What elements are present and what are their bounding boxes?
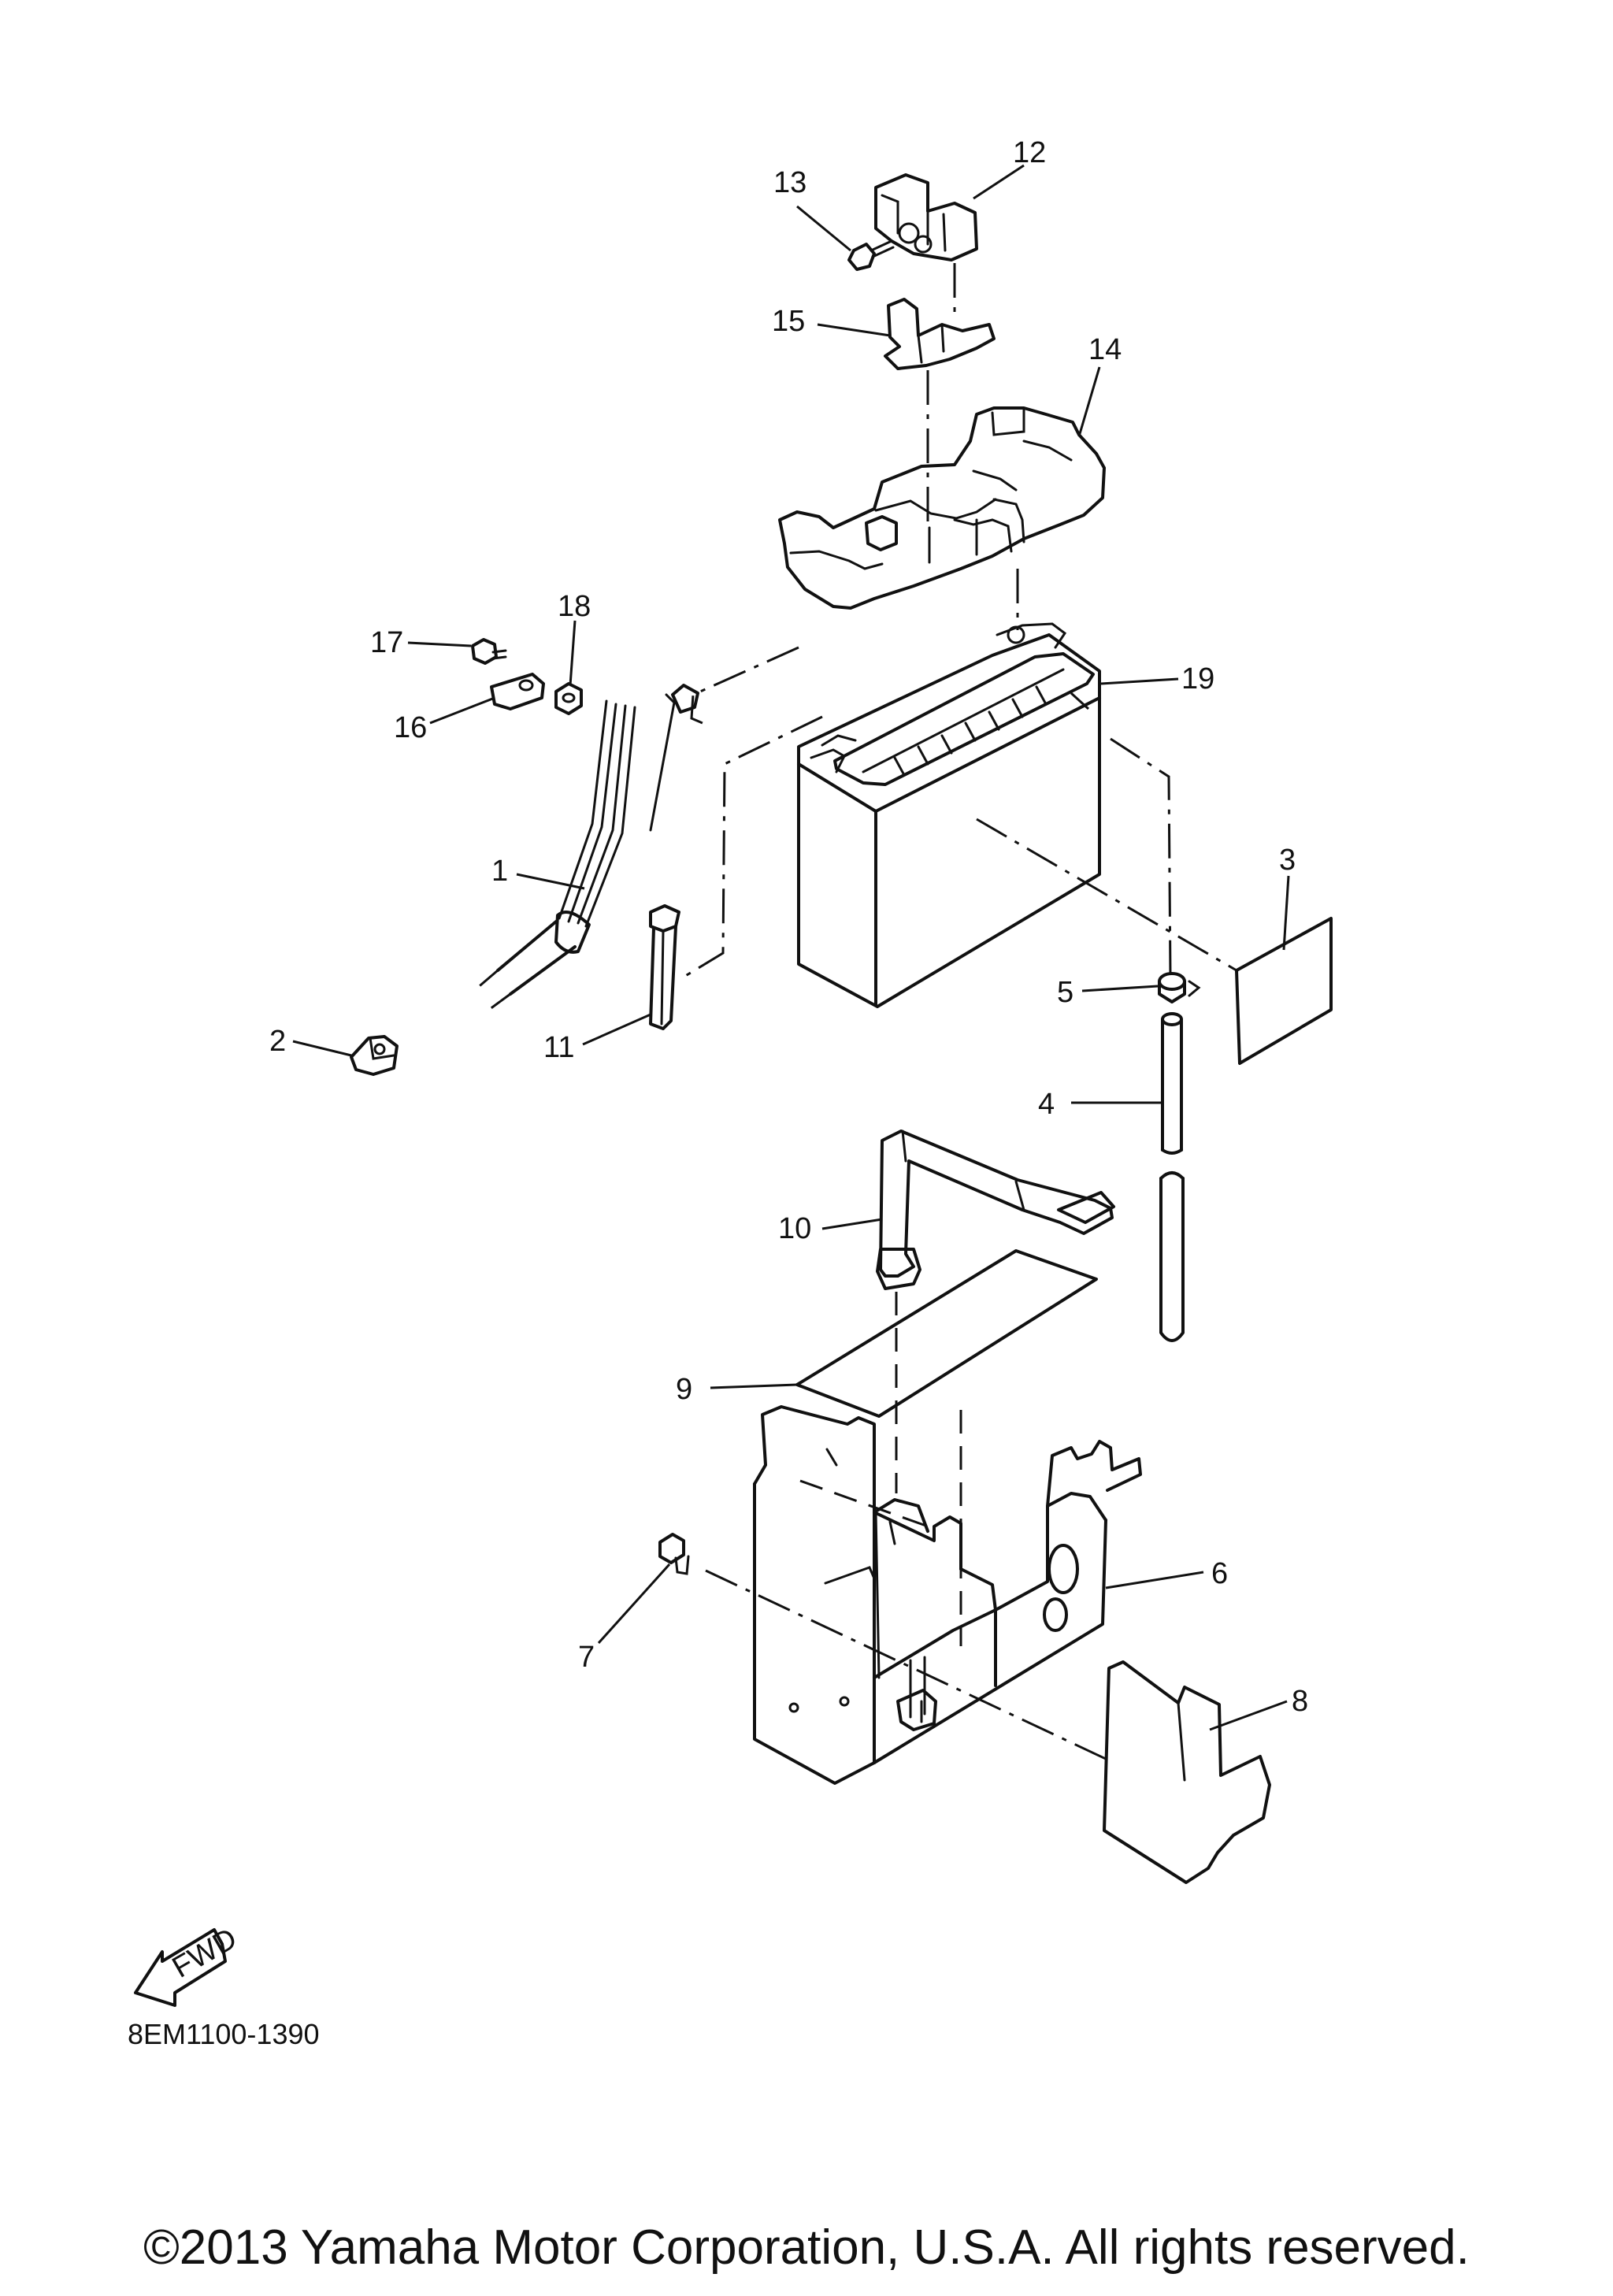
part-14-battery-cover <box>778 406 1106 610</box>
callout-6: 6 <box>1211 1557 1228 1590</box>
copyright-notice: ©2013 Yamaha Motor Corporation, U.S.A. A… <box>143 2220 1470 2275</box>
part-12-relay <box>874 173 978 261</box>
part-code: 8EM1100-1390 <box>128 2018 320 2050</box>
callout-11: 11 <box>543 1031 574 1064</box>
callout-18: 18 <box>558 590 591 623</box>
callout-17: 17 <box>370 626 403 659</box>
part-15-bracket <box>884 298 996 370</box>
assembly-lines <box>678 263 1237 1761</box>
part-10-band <box>876 1129 1115 1290</box>
part-2-clip <box>350 1035 399 1076</box>
part-17-bolt <box>471 638 507 665</box>
callout-3: 3 <box>1279 844 1296 877</box>
part-4-hose <box>1159 1012 1185 1342</box>
part-9-pad <box>795 1249 1098 1418</box>
callout-19: 19 <box>1181 662 1214 695</box>
callout-9: 9 <box>676 1373 692 1406</box>
part-19-battery <box>797 622 1101 1008</box>
part-3-label <box>1235 917 1333 1065</box>
part-7-bolt <box>658 1533 690 1575</box>
part-5-clip <box>1158 972 1201 1003</box>
callout-14: 14 <box>1088 333 1122 366</box>
part-11-lead <box>649 904 680 1030</box>
callout-10: 10 <box>778 1212 811 1245</box>
fwd-arrow-icon: FWD <box>134 1922 243 2007</box>
leader-lines <box>292 164 1290 1731</box>
callout-16: 16 <box>394 711 427 744</box>
part-8-cover <box>1103 1660 1271 1884</box>
callout-4: 4 <box>1038 1088 1055 1121</box>
part-1-wire-harness <box>475 684 699 1013</box>
callout-5: 5 <box>1057 976 1073 1009</box>
callout-2: 2 <box>269 1025 286 1058</box>
callout-13: 13 <box>773 166 806 199</box>
part-13-bolt <box>847 239 895 271</box>
callout-8: 8 <box>1292 1685 1308 1718</box>
part-18-nut <box>554 682 583 715</box>
callout-15: 15 <box>772 305 805 338</box>
callout-1: 1 <box>491 855 508 888</box>
part-6-battery-box <box>753 1405 1142 1785</box>
callout-12: 12 <box>1013 136 1046 169</box>
callout-7: 7 <box>578 1641 595 1674</box>
part-16-clamp <box>490 673 545 710</box>
